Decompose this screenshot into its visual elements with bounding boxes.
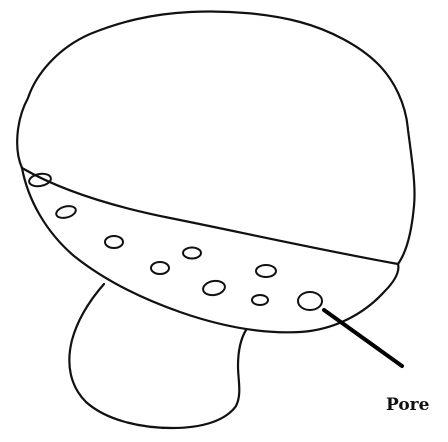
pore-mark bbox=[55, 204, 77, 220]
pore-mark bbox=[202, 279, 226, 297]
cap-band-divider bbox=[22, 168, 398, 264]
stalk-outline bbox=[69, 284, 246, 428]
pore-mark bbox=[183, 248, 201, 259]
cap-outline bbox=[17, 11, 414, 264]
pore-mark bbox=[256, 265, 276, 277]
pore-mark bbox=[105, 236, 123, 248]
pore-pointer-line bbox=[324, 310, 402, 366]
pore-label: Pore bbox=[386, 395, 430, 415]
pore-mark bbox=[151, 262, 169, 274]
pore-mark bbox=[252, 295, 268, 305]
pore-mark bbox=[298, 292, 322, 310]
